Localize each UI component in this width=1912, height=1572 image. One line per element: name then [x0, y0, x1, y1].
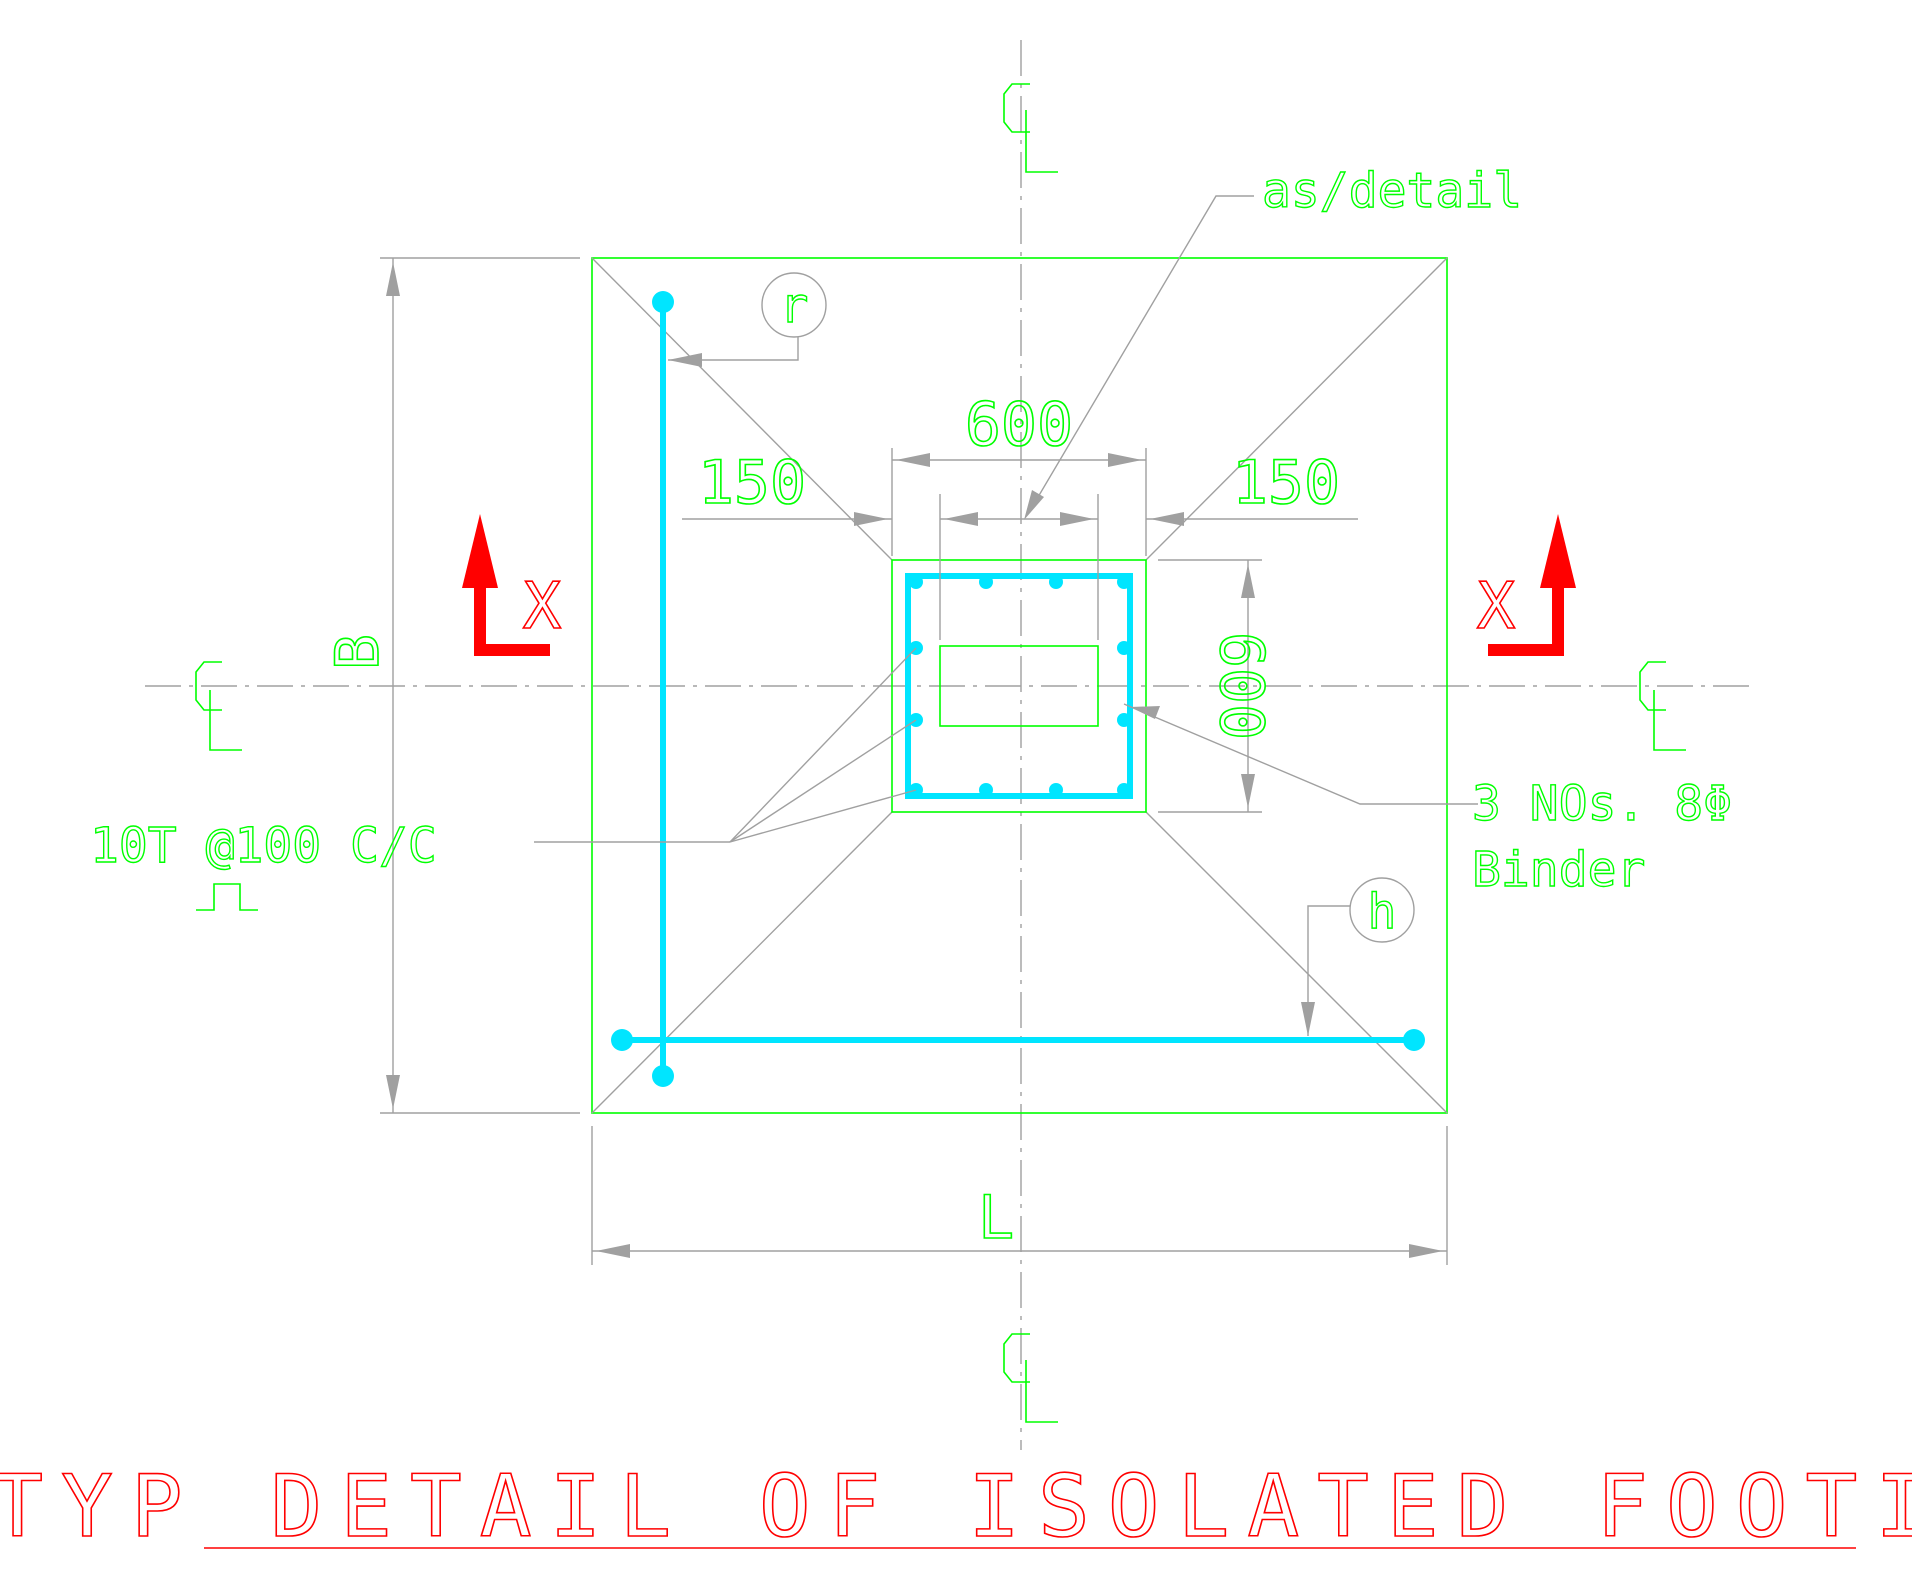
section-marker-right-label: X	[1477, 570, 1516, 644]
rebar-horizontal	[611, 1029, 1425, 1051]
binder-stirrup	[905, 573, 1133, 799]
bar-spec-label: 10T @100 C/C	[90, 818, 437, 874]
as-detail-leader	[1024, 195, 1254, 520]
dimension-150-left-label: 150	[698, 448, 806, 518]
section-marker-right	[1488, 514, 1576, 656]
dimension-150-right-label: 150	[1232, 448, 1340, 518]
centerline-symbol-top	[1003, 83, 1058, 173]
dimension-B	[380, 257, 580, 1114]
column-stub	[939, 645, 1099, 727]
dimension-600-top	[891, 448, 1147, 556]
bar-spec-leader	[534, 647, 917, 843]
footing-outline	[591, 257, 1448, 1114]
drawing-title: TYP DETAIL OF ISOLATED FOOTING	[0, 1457, 1912, 1557]
dimension-600-top-label: 600	[965, 390, 1073, 460]
section-marker-left	[462, 514, 550, 656]
dimension-600-side	[1158, 559, 1262, 813]
dimension-L-label: L	[978, 1183, 1014, 1253]
bar-hook-symbol	[196, 883, 258, 911]
centerline-symbol-left	[195, 661, 242, 751]
binder-leader	[1123, 703, 1478, 805]
callout-r	[668, 272, 827, 367]
dimension-600-side-label: 600	[1206, 632, 1276, 740]
binder-label-line1: 3 NOs. 8Φ	[1472, 776, 1732, 832]
rebar-vertical	[652, 291, 674, 1087]
dimension-L	[591, 1126, 1448, 1265]
dimension-150	[682, 494, 1358, 640]
as-detail-label: as/detail	[1262, 163, 1522, 219]
callout-h-label: h	[1368, 884, 1397, 940]
centerline-symbol-right	[1639, 661, 1686, 751]
callout-h	[1301, 877, 1415, 1036]
section-marker-left-label: X	[523, 570, 562, 644]
binder-label-line2: Binder	[1472, 842, 1645, 898]
dimension-B-label: B	[323, 634, 393, 670]
callout-r-label: r	[780, 278, 809, 334]
slope-lines	[591, 257, 1448, 1114]
pedestal-outline	[891, 559, 1147, 813]
centerline-symbol-bottom	[1003, 1333, 1058, 1423]
